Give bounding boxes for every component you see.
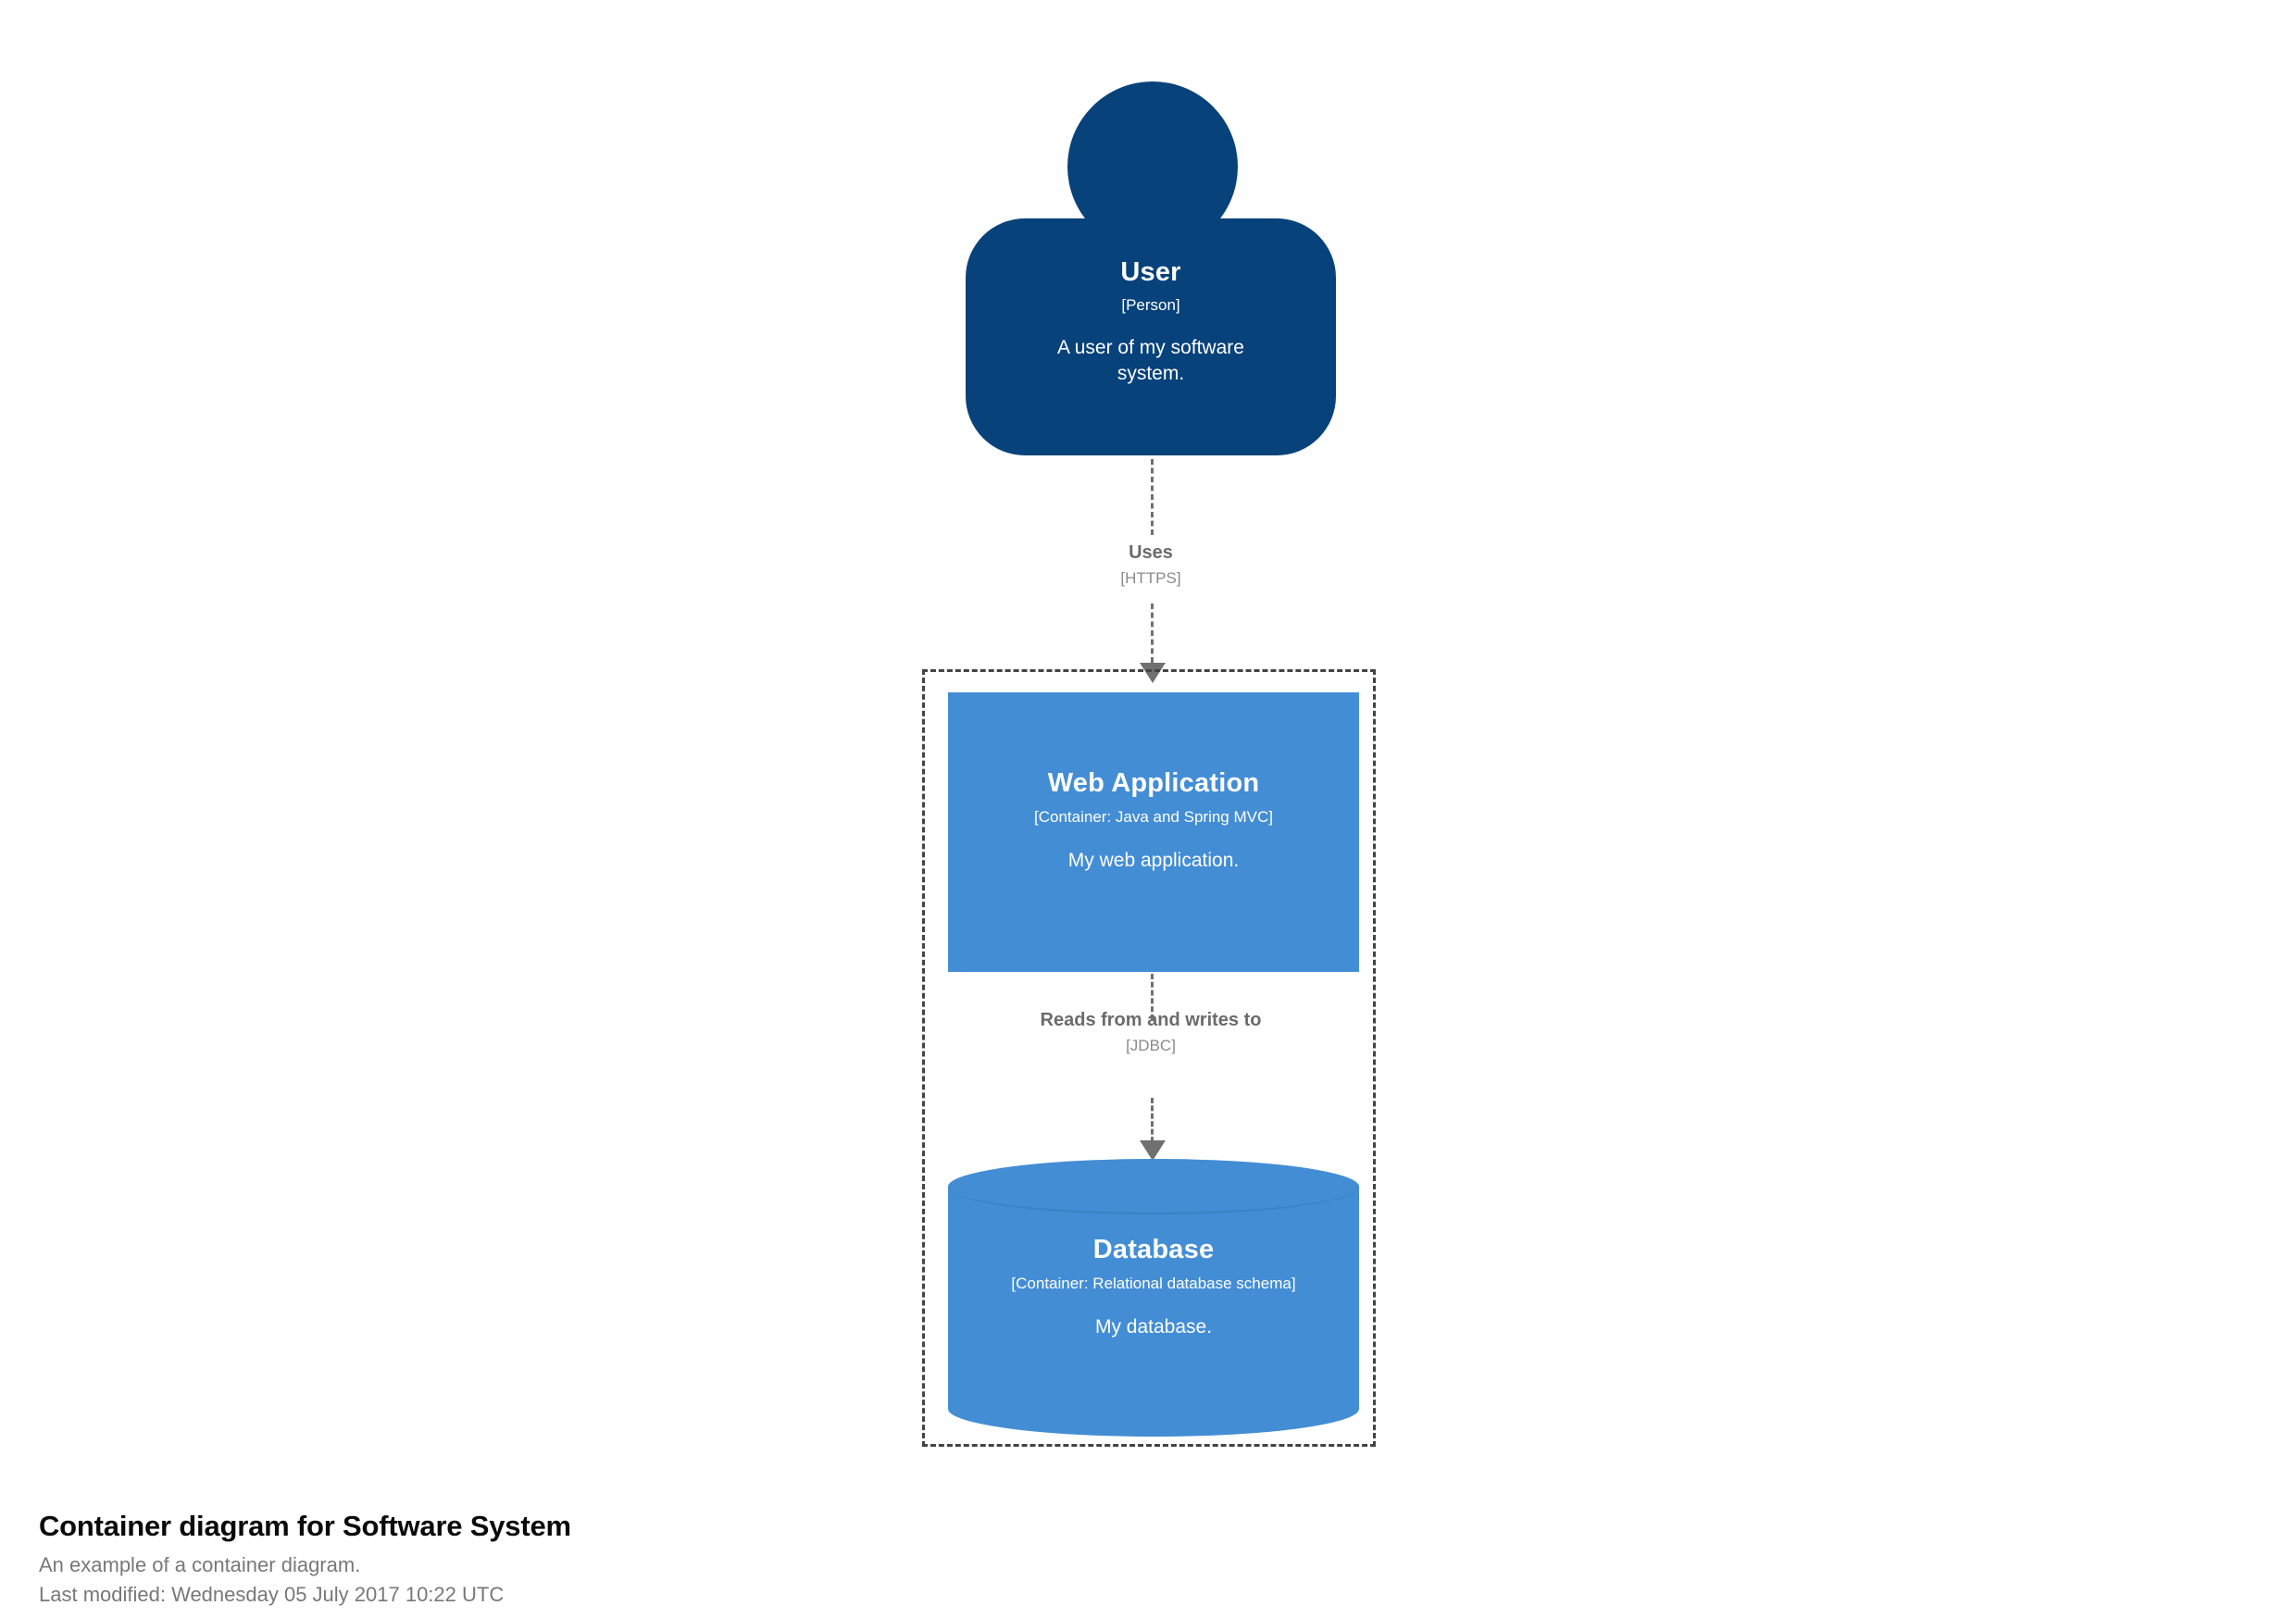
- element-person-user[interactable]: User [Person] A user of my software syst…: [966, 81, 1336, 455]
- person-type: [Person]: [1121, 296, 1180, 315]
- database-cylinder-top: [948, 1159, 1359, 1214]
- relationship-2-arrowhead-icon: [1140, 1140, 1166, 1161]
- diagram-last-modified: Last modified: Wednesday 05 July 2017 10…: [39, 1582, 505, 1606]
- relationship-1-description: Uses: [1129, 542, 1173, 563]
- database-label-group: Database [Container: Relational database…: [948, 1187, 1359, 1409]
- database-cylinder-body: [948, 1187, 1359, 1409]
- person-body-shape: [966, 218, 1336, 455]
- relationship-2-label: Reads from and writes to [JDBC]: [1012, 1009, 1290, 1055]
- web-application-type: [Container: Java and Spring MVC]: [1034, 808, 1273, 827]
- relationship-2-line-upper: [1151, 974, 1154, 1020]
- web-application-description: My web application.: [1067, 849, 1240, 871]
- relationship-1-arrowhead-icon: [1140, 663, 1166, 683]
- relationship-2-description: Reads from and writes to: [1040, 1010, 1262, 1030]
- relationship-2-line-lower: [1151, 1098, 1154, 1142]
- relationship-1-technology: [HTTPS]: [1120, 569, 1181, 587]
- relationship-1-label: Uses [HTTPS]: [1012, 541, 1290, 588]
- diagram-title: Container diagram for Software System: [39, 1510, 571, 1542]
- database-description: My database.: [1094, 1315, 1213, 1338]
- person-description: A user of my software system.: [1057, 336, 1244, 385]
- element-container-web-application[interactable]: Web Application [Container: Java and Spr…: [948, 692, 1359, 972]
- web-application-name: Web Application: [1047, 768, 1260, 798]
- person-name: User: [1120, 257, 1181, 287]
- relationship-2-technology: [JDBC]: [1126, 1037, 1176, 1054]
- diagram-subtitle: An example of a container diagram.: [39, 1552, 361, 1576]
- relationship-1-line-lower: [1151, 604, 1154, 663]
- diagram-caption: Container diagram for Software System An…: [39, 1509, 1150, 1610]
- relationship-1-line-upper: [1151, 459, 1154, 535]
- person-label-group: User [Person] A user of my software syst…: [966, 218, 1336, 455]
- database-type: [Container: Relational database schema]: [1011, 1275, 1296, 1293]
- software-system-boundary: [922, 669, 1376, 1447]
- element-container-database[interactable]: Database [Container: Relational database…: [948, 1159, 1359, 1437]
- database-name: Database: [1092, 1235, 1215, 1264]
